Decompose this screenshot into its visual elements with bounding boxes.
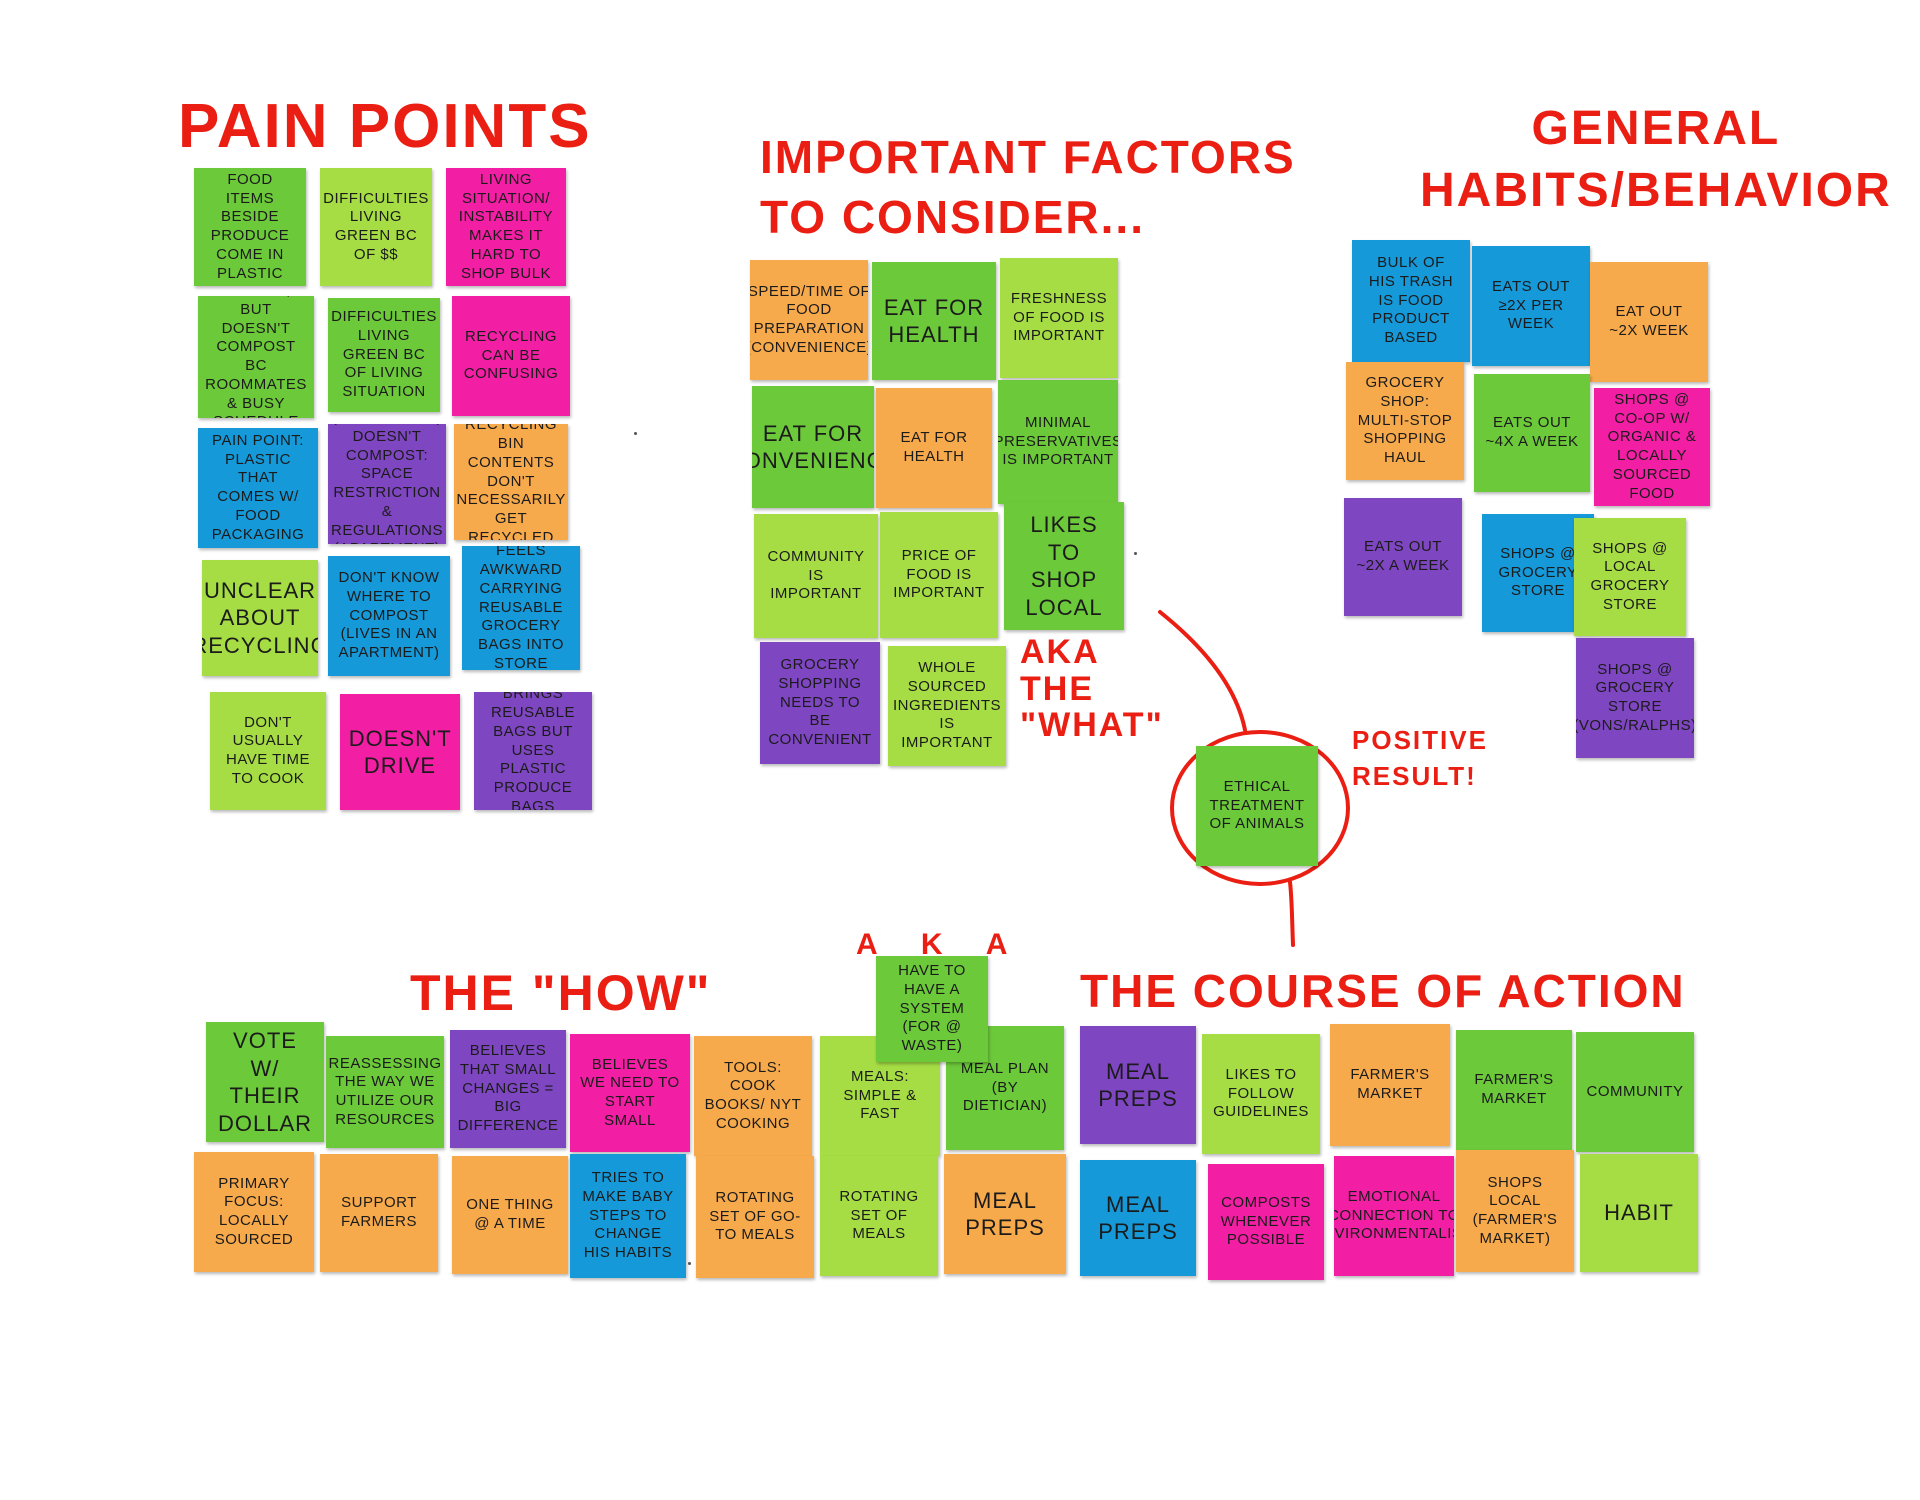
sticky-note: COMMUNITY IS IMPORTANT [754, 514, 878, 638]
sticky-note: HABIT [1580, 1154, 1698, 1272]
sticky-note: EAT FOR HEALTH [872, 262, 996, 380]
sticky-note: BELIEVES WE NEED TO START SMALL [570, 1034, 690, 1152]
sticky-note: BULK OF HIS TRASH IS FOOD PRODUCT BASED [1352, 240, 1470, 362]
sticky-note: UNCLEAR ABOUT RECYCLING [202, 560, 318, 676]
sticky-note: SHOPS LOCAL (FARMER'S MARKET) [1456, 1150, 1574, 1272]
sticky-note: TRIED IT, BUT DOESN'T COMPOST BC ROOMMAT… [198, 296, 314, 418]
sticky-note: PRICE OF FOOD IS IMPORTANT [880, 512, 998, 638]
aka-label: A K A [856, 928, 1026, 961]
sticky-note: GROCERY SHOPPING NEEDS TO BE CONVENIENT [760, 642, 880, 764]
sticky-note: COMPOSTS WHENEVER POSSIBLE [1208, 1164, 1324, 1280]
sticky-note: ROTATING SET OF MEALS [820, 1156, 938, 1276]
sticky-note: EATS OUT ~2X A WEEK [1344, 498, 1462, 616]
stray-dot [634, 432, 637, 435]
sticky-note: FARMER'S MARKET [1456, 1030, 1572, 1150]
sticky-note: SHOPS @ CO-OP W/ ORGANIC & LOCALLY SOURC… [1594, 388, 1710, 506]
sticky-note: DIFFICULTIES LIVING GREEN BC OF $$ [320, 168, 432, 286]
sticky-note: EAT OUT ~2X WEEK [1590, 262, 1708, 382]
sticky-note: EMOTIONAL CONNECTION TO ENVIRONMENTALISM [1334, 1156, 1454, 1276]
sticky-note: EATS OUT ~4X A WEEK [1474, 374, 1590, 492]
sticky-note: LIKES TO SHOP LOCAL [1004, 502, 1124, 630]
sticky-note: DIFFICULTIES LIVING GREEN BC OF LIVING S… [328, 298, 440, 412]
sticky-note: FRESHNESS OF FOOD IS IMPORTANT [1000, 258, 1118, 378]
sticky-note: DOESN'T DRIVE [340, 694, 460, 810]
sticky-note: COMMUNITY [1576, 1032, 1694, 1152]
sticky-note-system: HAVE TO HAVE A SYSTEM (FOR @ WASTE) [876, 956, 988, 1062]
sticky-note: EAT FOR CONVENIENCE [752, 386, 874, 508]
sticky-note: ROTATING SET OF GO-TO MEALS [696, 1156, 814, 1278]
sticky-note: FEELS AWKWARD CARRYING REUSABLE GROCERY … [462, 546, 580, 670]
sticky-note: DON'T USUALLY HAVE TIME TO COOK [210, 692, 326, 810]
connector-line-top [1158, 610, 1247, 732]
sticky-note: LIVING SITUATION/ INSTABILITY MAKES IT H… [446, 168, 566, 286]
sticky-note: REASSESSING THE WAY WE UTILIZE OUR RESOU… [326, 1036, 444, 1148]
sticky-note: SUPPORT FARMERS [320, 1154, 438, 1272]
sticky-note: LIKES TO FOLLOW GUIDELINES [1202, 1034, 1320, 1154]
sticky-note: PAIN POINT: PLASTIC THAT COMES W/ FOOD P… [198, 428, 318, 548]
sticky-note: MEAL PREPS [944, 1154, 1066, 1274]
aka-the-what-label: AKA THE "WHAT" [1020, 633, 1164, 745]
sticky-note: SPEED/TIME OF FOOD PREPARATION (CONVENIE… [750, 260, 868, 380]
sticky-note: A LOT OF FOOD ITEMS BESIDE PRODUCE COME … [194, 168, 306, 286]
circle-around-positive-note [1170, 730, 1350, 886]
general-habits-heading: GENERAL HABITS/BEHAVIOR [1420, 102, 1892, 218]
sticky-note: RECYCLING CAN BE CONFUSING [452, 296, 570, 416]
sticky-note: FARMER'S MARKET [1330, 1024, 1450, 1146]
sticky-note: MEAL PREPS [1080, 1026, 1196, 1144]
sticky-note: ONE THING @ A TIME [452, 1156, 568, 1274]
stray-dot [1134, 552, 1137, 555]
positive-result-label: POSITIVE RESULT! [1352, 725, 1488, 792]
sticky-note: PRIMARY FOCUS: LOCALLY SOURCED [194, 1152, 314, 1272]
course-of-action-heading: THE COURSE OF ACTION [1080, 965, 1686, 1017]
sticky-note-positive: ETHICAL TREATMENT OF ANIMALS [1196, 746, 1318, 866]
sticky-note: BELIEVES THAT SMALL CHANGES = BIG DIFFER… [450, 1030, 566, 1148]
the-how-heading: THE "HOW" [410, 965, 712, 1021]
sticky-note: MINIMAL PRESERVATIVES IS IMPORTANT [998, 380, 1118, 504]
sticky-note: SHOPS @ GROCERY STORE (VONS/RALPHS) [1576, 638, 1694, 758]
sticky-note: BRINGS REUSABLE BAGS BUT USES PLASTIC PR… [474, 692, 592, 810]
sticky-note: (WOULD, BUT) DOESN'T COMPOST: SPACE REST… [328, 424, 446, 544]
sticky-note: SHOPS @ LOCAL GROCERY STORE [1574, 518, 1686, 636]
sticky-note: MEAL PREPS [1080, 1160, 1196, 1276]
sticky-note: GROCERY SHOP: MULTI-STOP SHOPPING HAUL [1346, 362, 1464, 480]
sticky-note: TOOLS: COOK BOOKS/ NYT COOKING [694, 1036, 812, 1156]
connector-line-bottom [1288, 880, 1295, 947]
sticky-note: RECYCLING BIN CONTENTS DON'T NECESSARILY… [454, 424, 568, 540]
sticky-note: EATS OUT ≥2X PER WEEK [1472, 246, 1590, 366]
sticky-note: DON'T KNOW WHERE TO COMPOST (LIVES IN AN… [328, 556, 450, 676]
sticky-note: TRIES TO MAKE BABY STEPS TO CHANGE HIS H… [570, 1154, 686, 1278]
sticky-note: VOTE W/ THEIR DOLLAR [206, 1022, 324, 1142]
stray-dot [688, 1262, 691, 1265]
sticky-note: WHOLE SOURCED INGREDIENTS IS IMPORTANT [888, 646, 1006, 766]
pain-points-heading: PAIN POINTS [178, 92, 592, 161]
sticky-note: EAT FOR HEALTH [876, 388, 992, 508]
important-factors-heading: IMPORTANT FACTORS TO CONSIDER... [760, 131, 1296, 243]
